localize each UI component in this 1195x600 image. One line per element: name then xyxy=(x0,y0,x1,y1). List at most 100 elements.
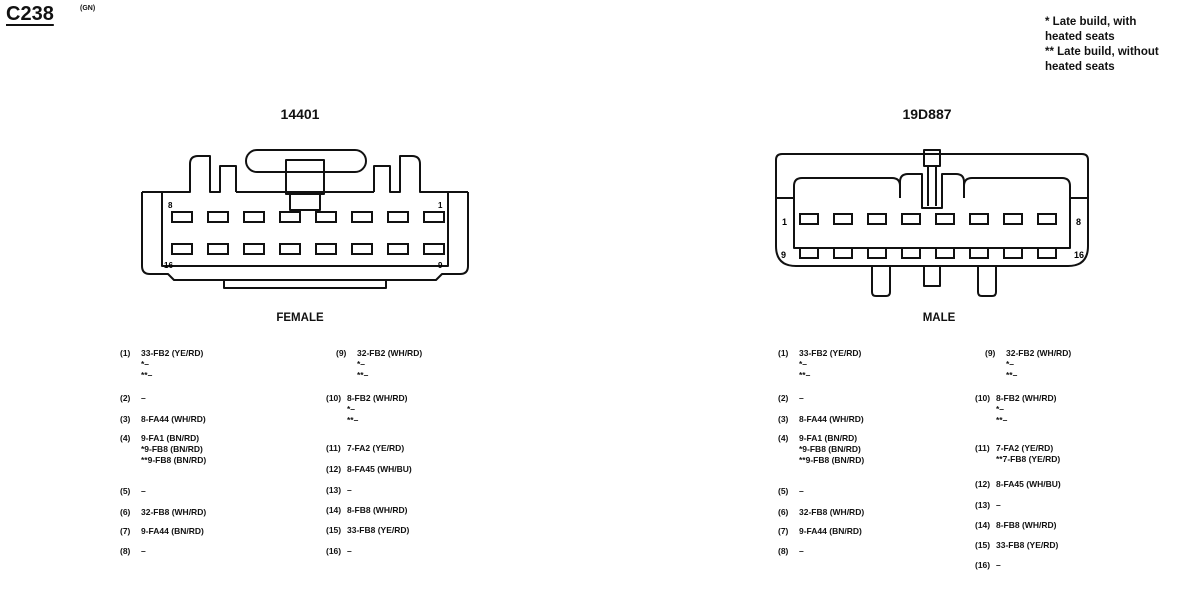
circuit-line: 8-FB2 (WH/RD) xyxy=(347,393,408,403)
pin-cavity xyxy=(901,247,921,259)
pin-number: (12) xyxy=(975,479,991,489)
female-pin-entry: (4)9-FA1 (BN/RD)*9-FB8 (BN/RD)**9-FB8 (B… xyxy=(120,433,320,473)
circuit-line: **– xyxy=(357,370,369,380)
male-pin-entry: (12) 8-FA45 (WH/BU) xyxy=(975,479,1175,519)
pin-circuits: – xyxy=(141,486,146,497)
female-pin-entry: (14)8-FB8 (WH/RD) xyxy=(326,505,526,545)
circuit-line: – xyxy=(799,393,804,403)
circuit-line: **– xyxy=(1006,370,1018,380)
pin-number: (12) xyxy=(326,464,342,474)
pin-number: (16) xyxy=(975,560,991,570)
pin-cavity xyxy=(171,211,193,223)
circuit-line: – xyxy=(347,546,352,556)
female-pin-entry: (8)– xyxy=(120,546,320,586)
pin-circuits: 32-FB2 (WH/RD)*–**– xyxy=(1006,348,1071,381)
pin-circuits: 8-FB8 (WH/RD) xyxy=(996,520,1056,531)
build-legend: * Late build, with heated seats ** Late … xyxy=(1045,15,1159,75)
pin-number: (3) xyxy=(120,414,131,424)
pin-cavity xyxy=(867,247,887,259)
female-pin-entry: (2)– xyxy=(120,393,320,433)
male-pin-entry: (13)– xyxy=(975,500,1175,540)
male-label: MALE xyxy=(922,312,956,324)
pin-circuits: – xyxy=(799,393,804,404)
pin-cavity xyxy=(799,247,819,259)
pin-circuits: 8-FA44 (WH/RD) xyxy=(799,414,864,425)
male-pin-entry: (6) 32-FB8 (WH/RD) xyxy=(778,507,978,547)
pin-circuits: 7-FA2 (YE/RD) xyxy=(347,443,404,454)
circuit-line: *– xyxy=(141,359,150,369)
pin-circuits: 33-FB8 (YE/RD) xyxy=(347,525,409,536)
female-label: FEMALE xyxy=(276,312,324,324)
pin-circuits: 9-FA44 (BN/RD) xyxy=(799,526,862,537)
pin-number: (6) xyxy=(120,507,131,517)
pin-circuits: 7-FA2 (YE/RD)**7-FB8 (YE/RD) xyxy=(996,443,1060,465)
circuit-line: *9-FB8 (BN/RD) xyxy=(799,444,861,454)
circuit-line: – xyxy=(799,486,804,496)
male-pin-entry: (5)– xyxy=(778,486,978,526)
pin-circuits: 8-FA45 (WH/BU) xyxy=(996,479,1061,490)
circuit-line: – xyxy=(799,546,804,556)
circuit-line: 9-FA44 (BN/RD) xyxy=(141,526,204,536)
pin-number: (8) xyxy=(778,546,789,556)
pin-circuits: 32-FB8 (WH/RD) xyxy=(799,507,864,518)
male-pin-label-1: 1 xyxy=(782,217,787,227)
pin-cavity xyxy=(279,211,301,223)
male-pin-entry: (11)7-FA2 (YE/RD)**7-FB8 (YE/RD) xyxy=(975,443,1175,483)
pin-number: (4) xyxy=(778,433,789,443)
circuit-line: 9-FA1 (BN/RD) xyxy=(141,433,200,443)
legend-line: * Late build, with xyxy=(1045,16,1137,28)
female-pin-entry: (9)32-FB2 (WH/RD)*–**– xyxy=(336,348,536,388)
female-pin-entry: (5)– xyxy=(120,486,320,526)
circuit-line: *– xyxy=(357,359,366,369)
female-pin-label-9: 9 xyxy=(438,261,443,270)
male-cavities xyxy=(799,213,1057,259)
pin-circuits: – xyxy=(141,393,146,404)
legend-line: ** Late build, without xyxy=(1045,46,1159,58)
pin-circuits: 8-FB2 (WH/RD)*–**– xyxy=(996,393,1056,426)
pin-cavity xyxy=(207,211,229,223)
pin-cavity xyxy=(969,247,989,259)
pin-cavity xyxy=(387,243,409,255)
pin-cavity xyxy=(969,213,989,225)
circuit-line: **7-FB8 (YE/RD) xyxy=(996,454,1061,464)
circuit-line: 32-FB2 (WH/RD) xyxy=(357,348,423,358)
female-connector-drawing: 8 1 16 9 xyxy=(141,149,469,289)
pin-number: (6) xyxy=(778,507,789,517)
pin-cavity xyxy=(935,247,955,259)
pin-cavity xyxy=(315,211,337,223)
pin-cavity xyxy=(799,213,819,225)
legend-line: heated seats xyxy=(1045,61,1115,73)
circuit-line: 7-FA2 (YE/RD) xyxy=(996,443,1054,453)
female-pin-label-16: 16 xyxy=(164,261,173,270)
connector-id: C238 xyxy=(6,3,54,25)
pin-cavity xyxy=(833,213,853,225)
female-part-number: 14401 xyxy=(280,106,320,122)
circuit-line: *– xyxy=(347,404,356,414)
pin-cavity xyxy=(1037,213,1057,225)
circuit-line: 8-FB2 (WH/RD) xyxy=(996,393,1057,403)
pin-cavity xyxy=(207,243,229,255)
pin-cavity xyxy=(1003,213,1023,225)
circuit-line: – xyxy=(996,560,1001,570)
circuit-line: 32-FB8 (WH/RD) xyxy=(141,507,207,517)
circuit-line: **– xyxy=(141,370,153,380)
male-pin-entry: (1) 33-FB2 (YE/RD)*–**– xyxy=(778,348,978,388)
pin-number: (2) xyxy=(120,393,131,403)
circuit-line: **9-FB8 (BN/RD) xyxy=(141,455,207,465)
female-pin-entry: (1)33-FB2 (YE/RD)*–**– xyxy=(120,348,320,388)
pin-number: (1) xyxy=(778,348,789,358)
pin-circuits: 33-FB2 (YE/RD)*–**– xyxy=(799,348,861,381)
circuit-line: 33-FB2 (YE/RD) xyxy=(141,348,204,358)
male-pin-entry: (9)32-FB2 (WH/RD)*–**– xyxy=(985,348,1185,388)
male-pin-entry: (10) 8-FB2 (WH/RD)*–**– xyxy=(975,393,1175,433)
female-pin-entry: (16)– xyxy=(326,546,526,586)
pin-circuits: 8-FA45 (WH/BU) xyxy=(347,464,412,475)
pin-number: (13) xyxy=(975,500,991,510)
circuit-line: *– xyxy=(799,359,808,369)
pin-number: (15) xyxy=(326,525,342,535)
circuit-line: 33-FB2 (YE/RD) xyxy=(799,348,862,358)
pin-number: (10) xyxy=(326,393,342,403)
male-pin-label-9: 9 xyxy=(781,250,786,260)
pin-number: (10) xyxy=(975,393,991,403)
pin-circuits: – xyxy=(799,546,804,557)
